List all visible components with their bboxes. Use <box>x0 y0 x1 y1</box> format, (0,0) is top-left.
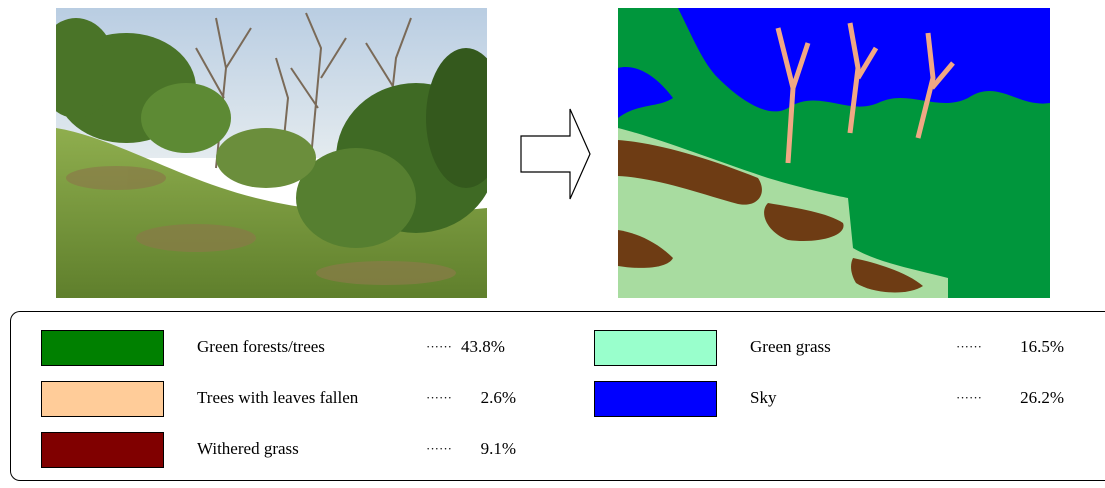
seg-withered-grass-region <box>764 203 844 242</box>
legend-swatch <box>594 381 717 417</box>
segmentation-map <box>618 8 1050 298</box>
legend-panel <box>10 311 1105 481</box>
legend-dots: ······ <box>426 339 452 354</box>
legend-label: Green grass <box>750 337 831 356</box>
legend-swatch <box>41 381 164 417</box>
legend-label: Green forests/trees <box>197 337 325 356</box>
photo-hill-grass <box>56 128 487 298</box>
photo-foliage <box>56 18 487 248</box>
legend-percent: 43.8% <box>461 337 505 356</box>
legend-swatch <box>594 330 717 366</box>
seg-sky-region <box>678 8 1050 112</box>
seg-withered-grass-region <box>618 140 762 205</box>
legend-label: Sky <box>750 388 777 407</box>
legend-percent: 16.5% <box>1020 337 1064 356</box>
legend-dots: ······ <box>956 339 982 354</box>
right-arrow-icon <box>520 108 591 200</box>
legend-dots: ······ <box>426 390 452 405</box>
seg-withered-grass-region <box>618 230 673 268</box>
photo-withered-grass <box>66 166 456 285</box>
legend-percent: 9.1% <box>480 439 516 458</box>
legend-dots: ······ <box>956 390 982 405</box>
legend-label: Trees with leaves fallen <box>197 388 359 407</box>
legend-swatch <box>41 432 164 468</box>
seg-withered-grass-region <box>851 258 923 293</box>
legend-percent: 2.6% <box>480 388 516 407</box>
seg-sky-region <box>618 67 673 118</box>
legend-dots: ······ <box>426 441 452 456</box>
legend-swatch <box>41 330 164 366</box>
legend-label: Withered grass <box>197 439 299 458</box>
original-photo <box>56 8 487 298</box>
seg-leafless-tree-region <box>775 22 955 164</box>
legend-percent: 26.2% <box>1020 388 1064 407</box>
